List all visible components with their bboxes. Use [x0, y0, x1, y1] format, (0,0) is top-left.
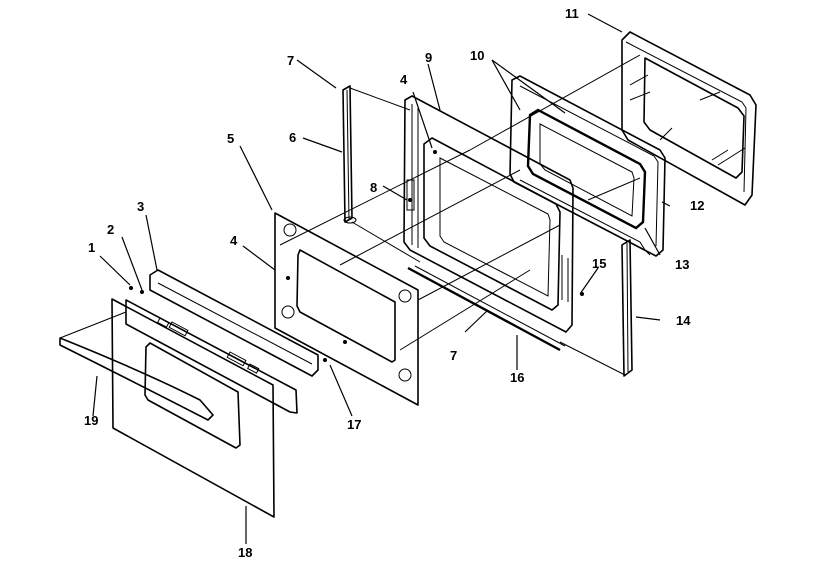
part-13-gasket: [519, 179, 651, 256]
callout-12: 12: [690, 198, 704, 213]
callout-17: 17: [347, 417, 361, 432]
callout-1: 1: [88, 240, 95, 255]
callout-19: 19: [84, 413, 98, 428]
callout-7b: 7: [450, 348, 457, 363]
callout-14: 14: [676, 313, 691, 328]
part-5-inner-panel: [274, 212, 419, 406]
callout-13: 13: [675, 257, 689, 272]
callout-18: 18: [238, 545, 252, 560]
callout-9: 9: [425, 50, 432, 65]
callout-16: 16: [510, 370, 524, 385]
part-6-side-channel: [342, 85, 357, 224]
part-14-side-panel: [621, 239, 633, 377]
part-10-window-glass: [526, 108, 647, 230]
part-11-inner-door-liner: [621, 31, 757, 206]
callout-4b: 4: [400, 72, 408, 87]
callout-10: 10: [470, 48, 484, 63]
callout-11: 11: [565, 6, 579, 21]
callout-15: 15: [592, 256, 606, 271]
part-3-vent-channel: [149, 269, 319, 377]
callout-2: 2: [107, 222, 114, 237]
leader-lines: [92, 13, 671, 544]
part-9-door-frame: [403, 95, 574, 333]
callout-3: 3: [137, 199, 144, 214]
callout-5: 5: [227, 131, 234, 146]
callout-8: 8: [370, 180, 377, 195]
part-12-insulation-frame: [509, 75, 666, 257]
part-16-bottom-rod: [407, 265, 566, 352]
callout-4a: 4: [230, 233, 238, 248]
part-18-outer-door-panel: [111, 298, 298, 518]
callout-7a: 7: [287, 53, 294, 68]
part-19-door-handle: [59, 337, 214, 421]
callout-labels: 1 2 3 4 4 5 6 7 7 8 9 10 11 12 13 14 15 …: [84, 6, 704, 560]
alignment-lines: [59, 54, 641, 376]
callout-6: 6: [289, 130, 296, 145]
